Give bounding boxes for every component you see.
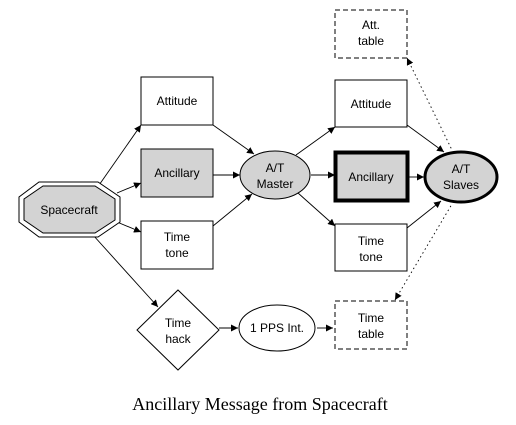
- node-timehack: Time hack: [136, 289, 220, 371]
- node-timetone-input: Time tone: [140, 220, 214, 270]
- at-master-line2: Master: [257, 177, 294, 191]
- figure-caption: Ancillary Message from Spacecraft: [132, 394, 387, 414]
- ancillary-input-box: [140, 148, 214, 198]
- at-slaves-ellipse: [423, 150, 499, 204]
- edge-attitude-to-master: [212, 124, 255, 155]
- node-at-master: A/T Master: [239, 150, 311, 200]
- attitude-output-label: Attitude: [351, 97, 392, 111]
- timetone-output-box: [334, 223, 408, 272]
- node-ancillary-output: Ancillary: [333, 150, 410, 203]
- spacecraft-inner-octagon: [23, 185, 116, 234]
- edges: [92, 57, 453, 332]
- node-att-table: Att. table: [334, 9, 408, 59]
- att-table-line2: table: [358, 34, 384, 48]
- spacecraft-label: Spacecraft: [40, 203, 98, 217]
- ancillary-output-box: [333, 150, 410, 203]
- edge-timetone-to-slaves: [406, 200, 442, 229]
- node-attitude-input: Attitude: [140, 76, 214, 126]
- timetone-input-line1: Time: [164, 230, 191, 244]
- timetone-input-box: [140, 220, 214, 270]
- timehack-line1: Time: [165, 316, 192, 330]
- node-at-slaves: A/T Slaves: [423, 150, 499, 204]
- edge-spacecraft-to-ancillary: [116, 182, 142, 194]
- ancillary-input-label: Ancillary: [154, 166, 199, 180]
- timehack-line2: hack: [165, 332, 191, 346]
- at-slaves-line1: A/T: [452, 162, 471, 176]
- pps-int-ellipse: [238, 304, 316, 352]
- node-pps-int: 1 PPS Int.: [238, 304, 316, 352]
- edge-timetable-to-slaves: [394, 203, 453, 301]
- timetone-output-line2: tone: [359, 250, 383, 264]
- node-timetone-output: Time tone: [334, 223, 408, 272]
- edge-master-to-attitude: [295, 126, 336, 156]
- pps-int-label: 1 PPS Int.: [250, 321, 304, 335]
- edge-spacecraft-to-timehack: [92, 234, 159, 308]
- attitude-output-box: [334, 79, 408, 128]
- timetone-input-line2: tone: [165, 246, 189, 260]
- time-table-line2: table: [358, 327, 384, 341]
- timehack-diamond: [136, 289, 220, 371]
- at-slaves-line2: Slaves: [443, 178, 479, 192]
- edge-spacecraft-to-attitude: [96, 124, 142, 189]
- attitude-input-label: Attitude: [157, 94, 198, 108]
- ancillary-output-label: Ancillary: [348, 170, 393, 184]
- timetone-output-line1: Time: [358, 234, 385, 248]
- node-time-table: Time table: [334, 300, 408, 350]
- attitude-input-box: [140, 76, 214, 126]
- att-table-box: [334, 9, 408, 59]
- edge-atttable-to-slaves: [406, 57, 453, 151]
- edge-master-to-timetone: [297, 192, 336, 227]
- at-master-line1: A/T: [266, 161, 285, 175]
- time-table-line1: Time: [358, 311, 385, 325]
- at-master-ellipse: [239, 150, 311, 200]
- edge-timetone-to-master: [212, 193, 253, 227]
- edge-attitude-to-slaves: [406, 124, 445, 153]
- time-table-box: [334, 300, 408, 350]
- node-ancillary-input: Ancillary: [140, 148, 214, 198]
- edge-spacecraft-to-timetone: [116, 221, 142, 233]
- node-attitude-output: Attitude: [334, 79, 408, 128]
- node-spacecraft: Spacecraft: [18, 181, 121, 238]
- att-table-line1: Att.: [362, 18, 380, 32]
